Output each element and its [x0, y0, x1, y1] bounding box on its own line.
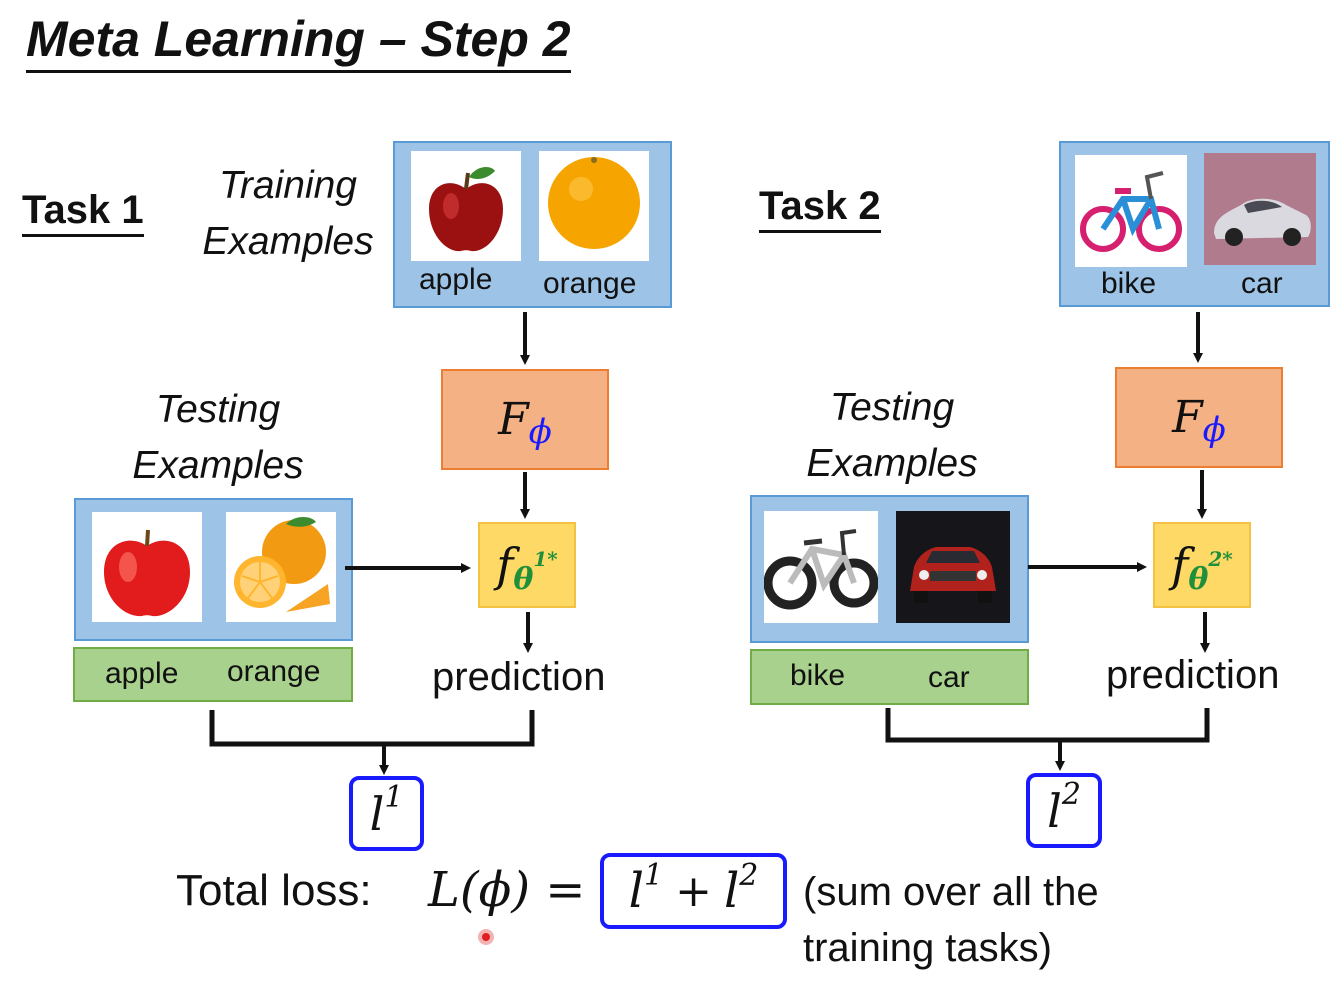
- task-1-training-label: Training Examples: [202, 164, 374, 263]
- task-2-testing-box: [750, 495, 1029, 643]
- task-1-prediction: prediction: [432, 655, 606, 699]
- task-1-testing-caption-orange: orange: [227, 655, 321, 688]
- apple-icon: [429, 167, 503, 252]
- bike-image: [1075, 155, 1187, 267]
- car-image: [1204, 153, 1316, 265]
- orange-icon: [548, 157, 640, 249]
- task-2-training-caption-car: car: [1241, 267, 1283, 300]
- task-1-learner-box: F ϕ: [441, 369, 609, 470]
- apple-image: [411, 151, 521, 261]
- slide-title: Meta Learning – Step 2: [26, 10, 571, 73]
- total-loss-lhs: L(ϕ) =: [428, 862, 586, 918]
- merge-bracket-1: [209, 710, 535, 747]
- task-1-training-box: apple orange: [393, 141, 672, 308]
- task-1-model-box: f θ 1*: [478, 522, 576, 608]
- task-2-label-box: bike car: [750, 649, 1029, 705]
- task-2-training-caption-bike: bike: [1101, 267, 1157, 300]
- apple-icon: [104, 529, 190, 617]
- suv-icon: [896, 511, 1010, 623]
- task-2-loss-box: l 2: [1026, 773, 1102, 848]
- car-icon: [1204, 153, 1316, 265]
- task-2-testing-caption-bike: bike: [790, 659, 846, 692]
- red-apple-image: [92, 512, 202, 622]
- pointer-cursor: [478, 929, 494, 945]
- orange-slices-image: [226, 512, 336, 622]
- mountain-bike-image: [764, 511, 878, 623]
- orange-image: [539, 151, 649, 261]
- task-1-testing-box: [74, 498, 353, 641]
- suv-image: [896, 511, 1010, 623]
- pointer-cursor-center: [482, 933, 490, 941]
- bicycle-icon: [1080, 171, 1182, 252]
- total-loss-note: (sum over all the training tasks): [803, 870, 1099, 970]
- total-loss-label: Total loss:: [176, 866, 372, 915]
- task-2-testing-label: Testing Examples: [806, 386, 978, 485]
- task-2-label: Task 2: [759, 184, 881, 233]
- task-1-label: Task 1: [22, 188, 144, 237]
- task-1-loss-box: l 1: [349, 776, 424, 851]
- total-loss-sum-box: l 1 + l 2: [600, 853, 787, 929]
- mountain-bike-icon: [764, 529, 878, 610]
- orange-slices-icon: [234, 517, 330, 612]
- task-2-model-box: f θ 2*: [1153, 522, 1251, 608]
- task-2-training-box: bike car: [1059, 141, 1330, 307]
- task-1-training-caption-orange: orange: [543, 267, 637, 300]
- task-2-learner-box: F ϕ: [1115, 367, 1283, 468]
- task-1-testing-label: Testing Examples: [132, 388, 304, 487]
- task-1-label-box: apple orange: [73, 647, 353, 702]
- task-1-training-caption-apple: apple: [419, 263, 493, 296]
- merge-bracket-2: [885, 708, 1210, 743]
- task-2-prediction: prediction: [1106, 653, 1280, 697]
- task-2-testing-caption-car: car: [928, 661, 970, 694]
- task-1-testing-caption-apple: apple: [105, 657, 179, 690]
